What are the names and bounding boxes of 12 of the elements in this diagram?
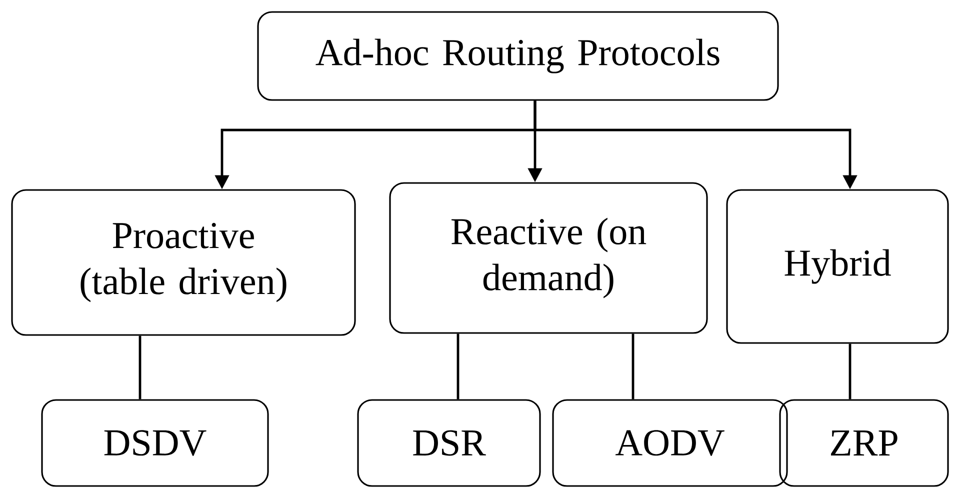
connector-line	[138, 336, 142, 400]
protocol-box: AODV	[552, 399, 788, 487]
category-box: Reactive (on demand)	[389, 182, 708, 334]
connector-line	[632, 334, 634, 400]
protocol-box: DSDV	[41, 399, 269, 487]
protocol-box: ZRP	[779, 399, 949, 487]
category-box: Hybrid	[726, 189, 949, 344]
connector-line	[456, 334, 460, 400]
connector-line	[848, 344, 852, 400]
protocol-box: DSR	[357, 399, 541, 487]
category-box: Proactive (table driven)	[11, 189, 356, 336]
category-box: Ad-hoc Routing Protocols	[257, 11, 779, 101]
